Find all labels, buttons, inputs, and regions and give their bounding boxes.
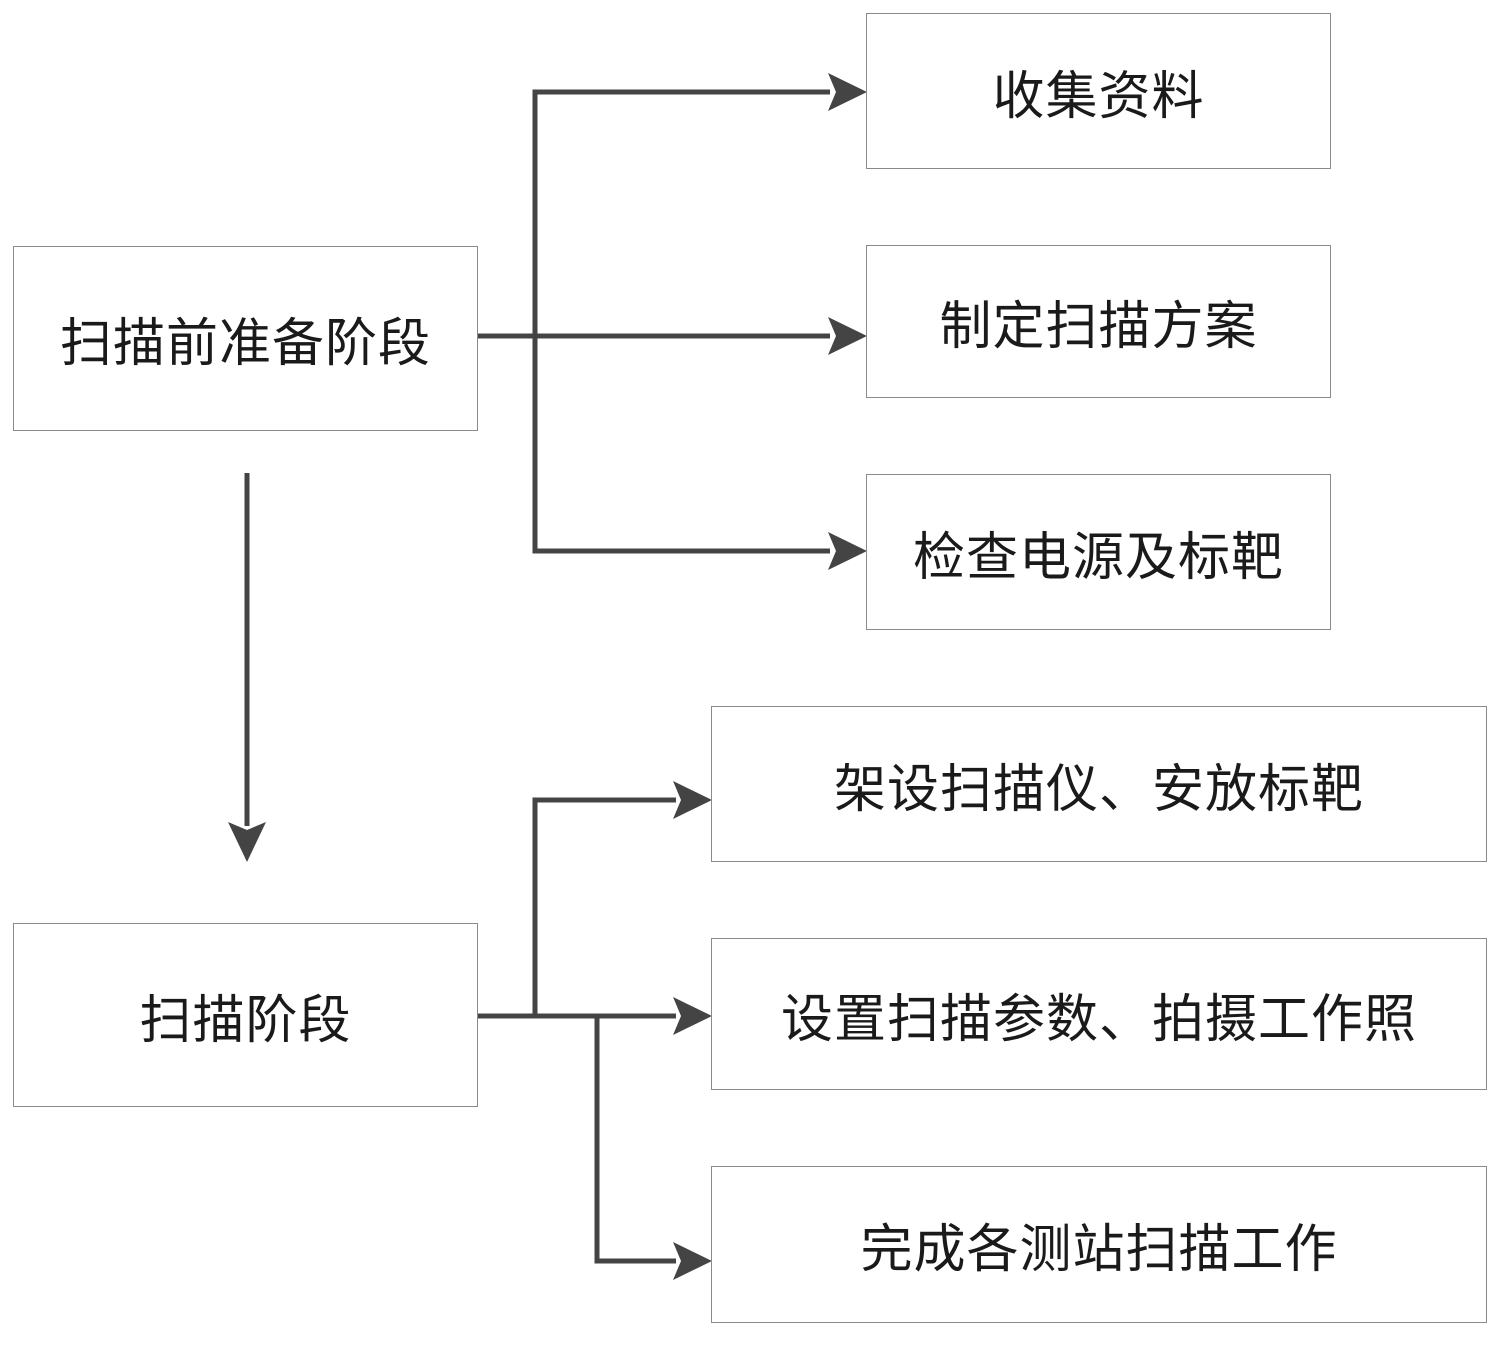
- step-box-setup-scanner: 架设扫描仪、安放标靶: [711, 706, 1487, 862]
- arrowhead-stage1-step1: [828, 73, 867, 111]
- stage-title: 扫描前准备阶段: [59, 314, 431, 374]
- arrowhead-stage2-step3: [673, 1242, 712, 1280]
- connector-stage2-to-step1: [476, 797, 676, 1019]
- step-label: 检查电源及标靶: [912, 527, 1284, 588]
- step-label: 收集资料: [992, 66, 1205, 127]
- stage-box-scanning: 扫描阶段: [13, 923, 478, 1107]
- step-box-complete-stations: 完成各测站扫描工作: [711, 1166, 1487, 1323]
- step-box-set-parameters: 设置扫描参数、拍摄工作照: [711, 938, 1487, 1090]
- connector-stage1-to-step3: [532, 336, 830, 554]
- stage-title: 扫描阶段: [139, 990, 352, 1051]
- step-box-scan-plan: 制定扫描方案: [866, 245, 1331, 398]
- step-box-collect-data: 收集资料: [866, 13, 1331, 169]
- step-label: 制定扫描方案: [939, 297, 1258, 357]
- arrowhead-stage1-to-stage2: [228, 822, 266, 862]
- step-label: 设置扫描参数、拍摄工作照: [780, 989, 1417, 1050]
- arrowhead-stage2-step1: [673, 781, 712, 819]
- stage-box-pre-scan: 扫描前准备阶段: [13, 246, 478, 431]
- step-box-check-power-targets: 检查电源及标靶: [866, 474, 1331, 630]
- step-label: 完成各测站扫描工作: [860, 1220, 1338, 1280]
- arrowhead-stage2-step2: [673, 997, 712, 1035]
- arrowhead-stage1-step3: [828, 532, 867, 570]
- connector-stage2-to-step3: [594, 1016, 676, 1264]
- step-label: 架设扫描仪、安放标靶: [833, 759, 1364, 820]
- connector-stage1-to-step1: [476, 89, 830, 339]
- arrowhead-stage1-step2: [828, 317, 867, 355]
